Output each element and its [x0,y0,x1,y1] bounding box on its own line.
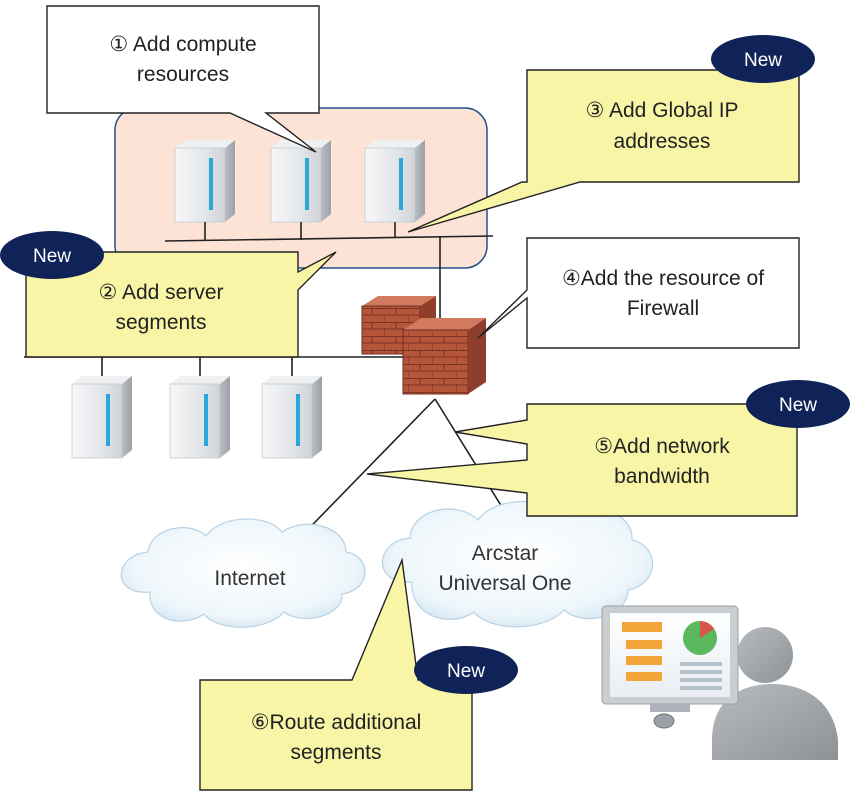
callout-server-segments: ② Add server segments [25,251,337,358]
firewall-icon [361,296,486,395]
badge-new-route: New [414,646,518,694]
server-icon [270,140,331,223]
callout-global-ip-line1: ③ Add Global IP [585,99,738,122]
callout-bandwidth: ⑤Add network bandwidth [366,403,798,517]
cloud-label-internet: Internet [214,567,285,590]
server-icon [169,376,230,459]
callout-firewall-line2: Firewall [627,297,699,320]
callout-bandwidth-line2: bandwidth [614,465,710,488]
server-icon [261,376,322,459]
callout-route-line2: segments [290,741,381,764]
monitor-icon [601,605,739,712]
server-icon [174,140,235,223]
cloud-label-arcstar-line2: Universal One [438,572,571,595]
callout-compute-line2: resources [137,63,229,86]
callout-firewall: ④Add the resource of Firewall [477,237,800,349]
callout-global-ip-line2: addresses [614,130,711,153]
callout-compute-line1: ① Add compute [109,33,256,56]
callout-compute: ① Add compute resources [46,5,320,153]
badge-new-global-ip-label: New [744,50,782,71]
upper-segment-bus [164,222,494,318]
mouse-icon [653,713,675,729]
callout-bandwidth-line1: ⑤Add network [594,435,730,458]
callout-route-line1: ⑥Route additional [251,711,422,734]
cloud-icon [382,500,654,628]
callout-server-segments-line1: ② Add server [98,281,223,304]
cloud-label-arcstar-line1: Arcstar [472,542,539,565]
badge-new-server-segments-label: New [33,246,71,267]
badge-new-server-segments: New [0,231,104,279]
badge-new-bandwidth: New [746,380,850,428]
badge-new-route-label: New [447,661,485,682]
cloud-icon [120,518,366,628]
callout-server-segments-line2: segments [115,311,206,334]
server-icon [364,140,425,223]
callout-global-ip: ③ Add Global IP addresses [407,69,800,233]
server-icon [71,376,132,459]
operator-icon [712,627,838,760]
badge-new-bandwidth-label: New [779,395,817,416]
callout-firewall-line1: ④Add the resource of [562,267,764,290]
badge-new-global-ip: New [711,35,815,83]
